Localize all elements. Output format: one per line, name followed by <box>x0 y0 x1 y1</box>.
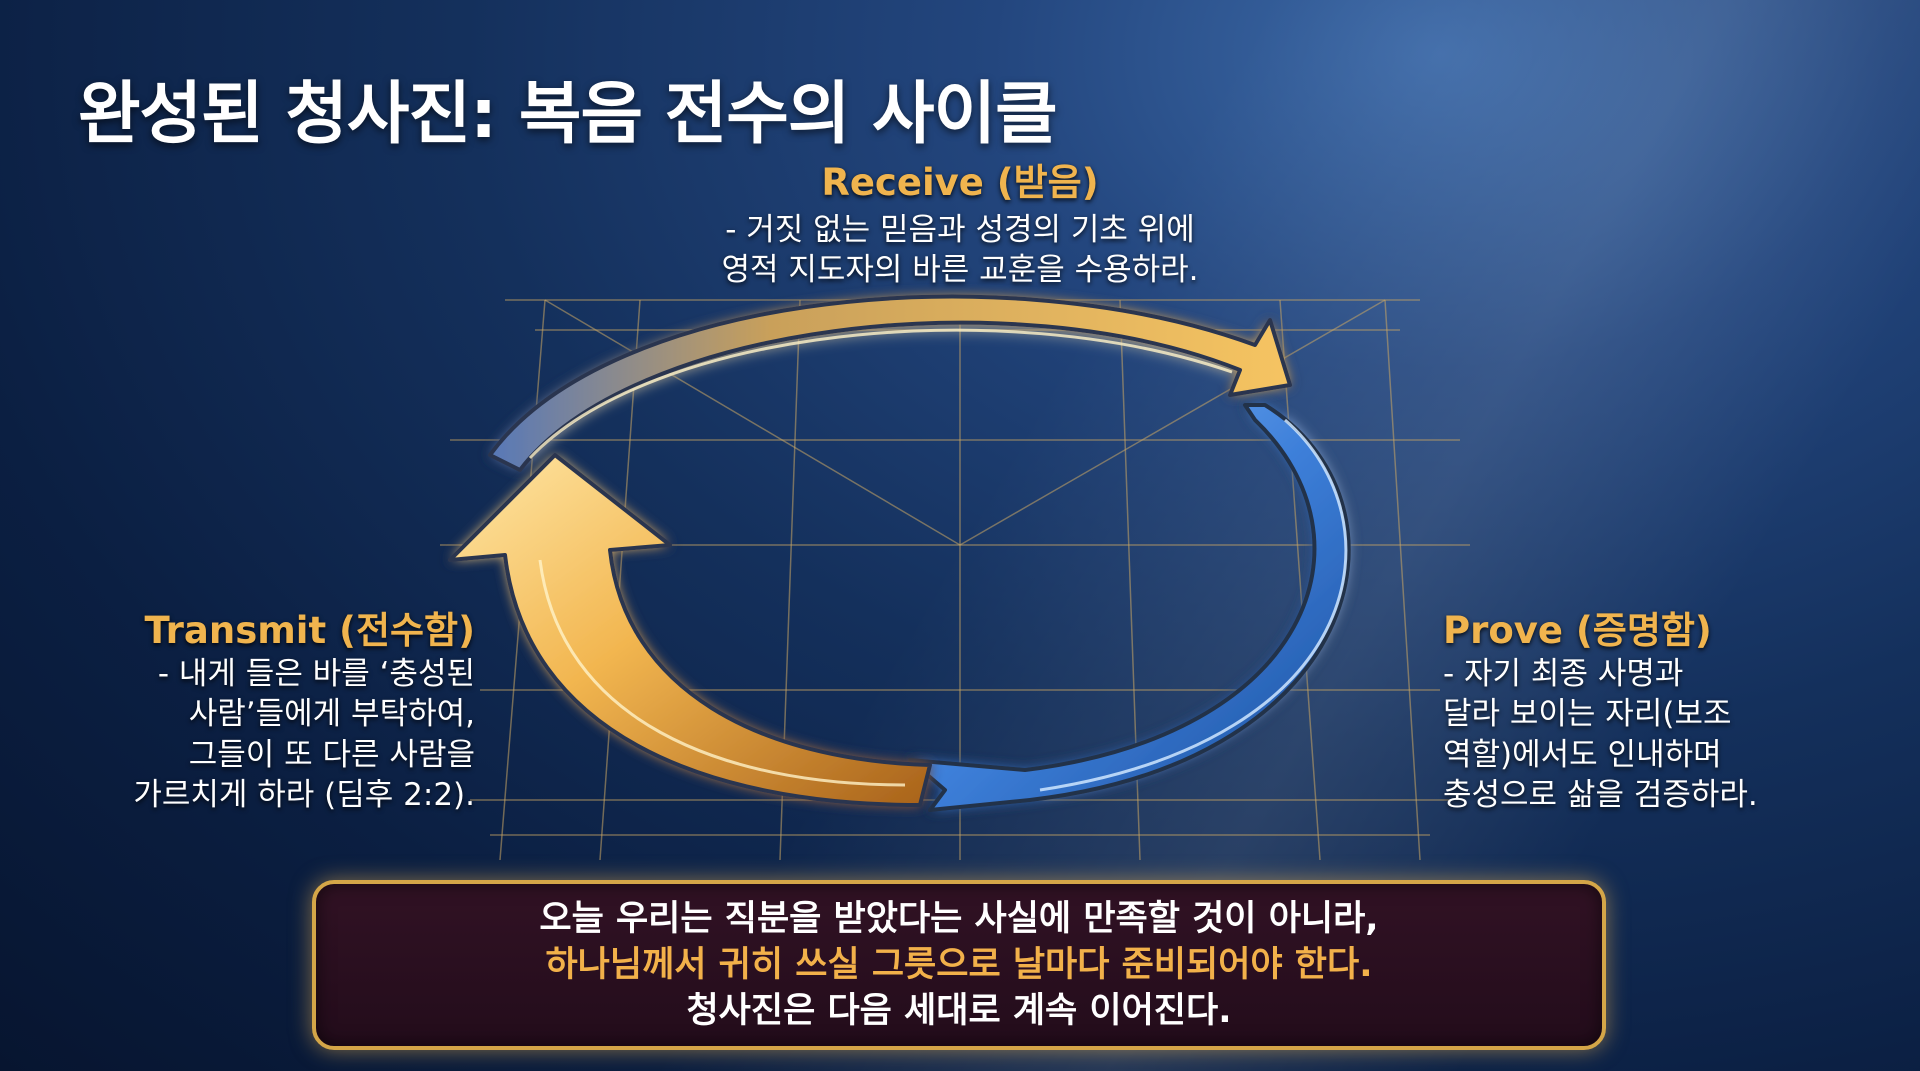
stage-prove: Prove (증명함) - 자기 최종 사명과 달라 보이는 자리(보조 역할)… <box>1443 600 1913 815</box>
prove-desc-line: 충성으로 삶을 검증하라. <box>1443 776 1758 813</box>
receive-label: Receive (받음) <box>821 161 1099 204</box>
receive-arrow-icon <box>488 294 1292 472</box>
stage-receive: Receive (받음) - 거짓 없는 믿음과 성경의 기초 위에 영적 지도… <box>660 152 1260 291</box>
prove-label: Prove (증명함) <box>1443 609 1712 652</box>
transmit-desc-line: 그들이 또 다른 사람을 <box>188 736 475 773</box>
transmit-desc-line: 가르치게 하라 (딤후 2:2). <box>133 776 475 813</box>
stage-transmit: Transmit (전수함) - 내게 들은 바를 ‘충성된 사람’들에게 부탁… <box>70 600 475 815</box>
transmit-label: Transmit (전수함) <box>144 609 476 652</box>
prove-arrow-icon <box>908 403 1351 812</box>
transmit-arrow-icon <box>448 453 932 807</box>
receive-desc-line: - 거짓 없는 믿음과 성경의 기초 위에 <box>725 212 1195 248</box>
transmit-desc-line: - 내게 들은 바를 ‘충성된 <box>157 656 475 692</box>
summary-line-2: 하나님께서 귀히 쓰실 그릇으로 날마다 준비되어야 한다. <box>545 944 1373 985</box>
summary-line-3: 청사진은 다음 세대로 계속 이어진다. <box>686 991 1232 1032</box>
receive-desc-line: 영적 지도자의 바른 교훈을 수용하라. <box>721 252 1199 289</box>
transmit-desc-line: 사람’들에게 부탁하여, <box>188 696 475 733</box>
prove-desc-line: 역할)에서도 인내하며 <box>1443 736 1722 773</box>
summary-line-1: 오늘 우리는 직분을 받았다는 사실에 만족할 것이 아니라, <box>539 898 1379 939</box>
prove-desc-line: 달라 보이는 자리(보조 <box>1443 696 1732 733</box>
page-title: 완성된 청사진: 복음 전수의 사이클 <box>78 75 1058 154</box>
prove-desc-line: - 자기 최종 사명과 <box>1443 656 1684 692</box>
summary-box: 오늘 우리는 직분을 받았다는 사실에 만족할 것이 아니라, 하나님께서 귀히… <box>312 880 1606 1050</box>
